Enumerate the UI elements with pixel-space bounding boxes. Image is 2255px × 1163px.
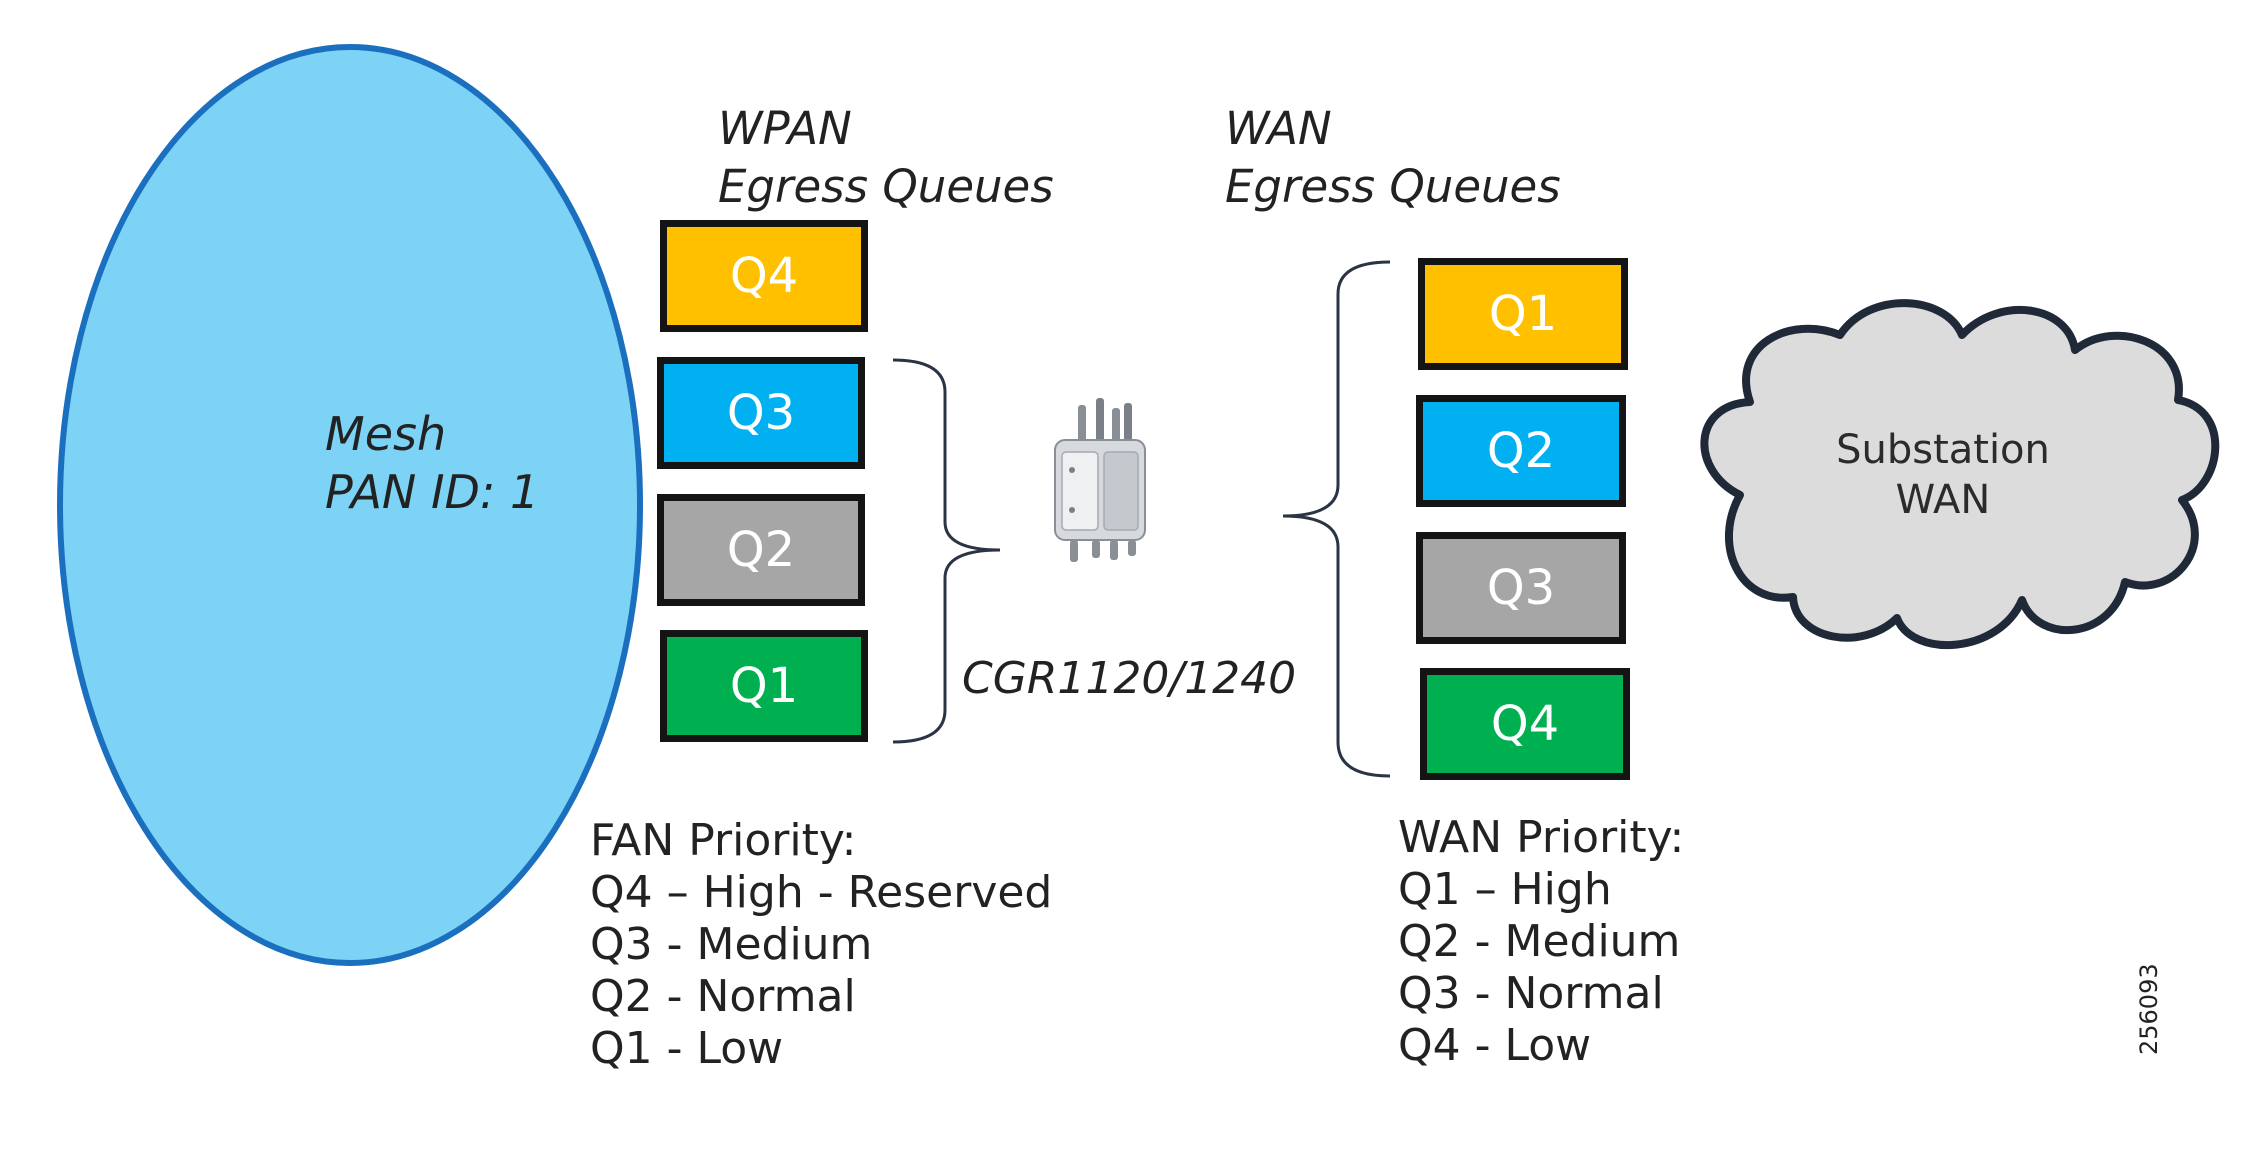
substation-wan-cloud [1700, 299, 2220, 650]
wan-priority-item: Q3 - Normal [1398, 968, 1664, 1019]
router-icon [1054, 398, 1146, 562]
wan-heading: WAN Egress Queues [1225, 100, 1561, 216]
fan-priority-item: Q4 – High - Reserved [590, 867, 1053, 918]
wpan-heading-line1: WPAN [718, 102, 852, 155]
fan-priority-item: Q1 - Low [590, 1023, 784, 1074]
wan-queue-q3: Q3 [1416, 532, 1626, 644]
wpan-brace [892, 358, 1001, 744]
wan-queue-q2: Q2 [1416, 395, 1626, 507]
wpan-queue-q3: Q3 [657, 357, 865, 469]
wan-heading-line1: WAN [1225, 102, 1332, 155]
mesh-label-line2: PAN ID: 1 [325, 465, 540, 519]
cloud-label-line2: WAN [1895, 477, 1991, 523]
device-label: CGR1120/1240 [962, 653, 1297, 704]
wpan-queue-q4: Q4 [660, 220, 868, 332]
wpan-queue-q1: Q1 [660, 630, 868, 742]
fan-priority-title: FAN Priority: [590, 815, 857, 866]
fan-priority-item: Q2 - Normal [590, 971, 856, 1022]
wpan-queue-q2: Q2 [657, 494, 865, 606]
wan-priority-item: Q2 - Medium [1398, 916, 1681, 967]
wpan-heading-line2: Egress Queues [718, 160, 1054, 213]
wpan-heading: WPAN Egress Queues [718, 100, 1054, 216]
wan-heading-line2: Egress Queues [1225, 160, 1561, 213]
figure-id: 256093 [2135, 963, 2163, 1055]
wan-priority-item: Q1 – High [1398, 864, 1612, 915]
mesh-label-line1: Mesh [325, 407, 447, 461]
wan-priority-title: WAN Priority: [1398, 812, 1685, 863]
wan-queue-q1: Q1 [1418, 258, 1628, 370]
wan-priority-list: WAN Priority: Q1 – High Q2 - Medium Q3 -… [1398, 812, 1684, 1072]
cloud-label: Substation WAN [1703, 425, 2183, 525]
cloud-label-line1: Substation [1836, 427, 2050, 473]
wan-brace [1282, 260, 1391, 778]
fan-priority-item: Q3 - Medium [590, 919, 873, 970]
mesh-label: Mesh PAN ID: 1 [325, 405, 539, 521]
wan-queue-q4: Q4 [1420, 668, 1630, 780]
fan-priority-list: FAN Priority: Q4 – High - Reserved Q3 - … [590, 815, 1052, 1075]
mesh-ellipse [57, 44, 643, 966]
wan-priority-item: Q4 - Low [1398, 1020, 1592, 1071]
